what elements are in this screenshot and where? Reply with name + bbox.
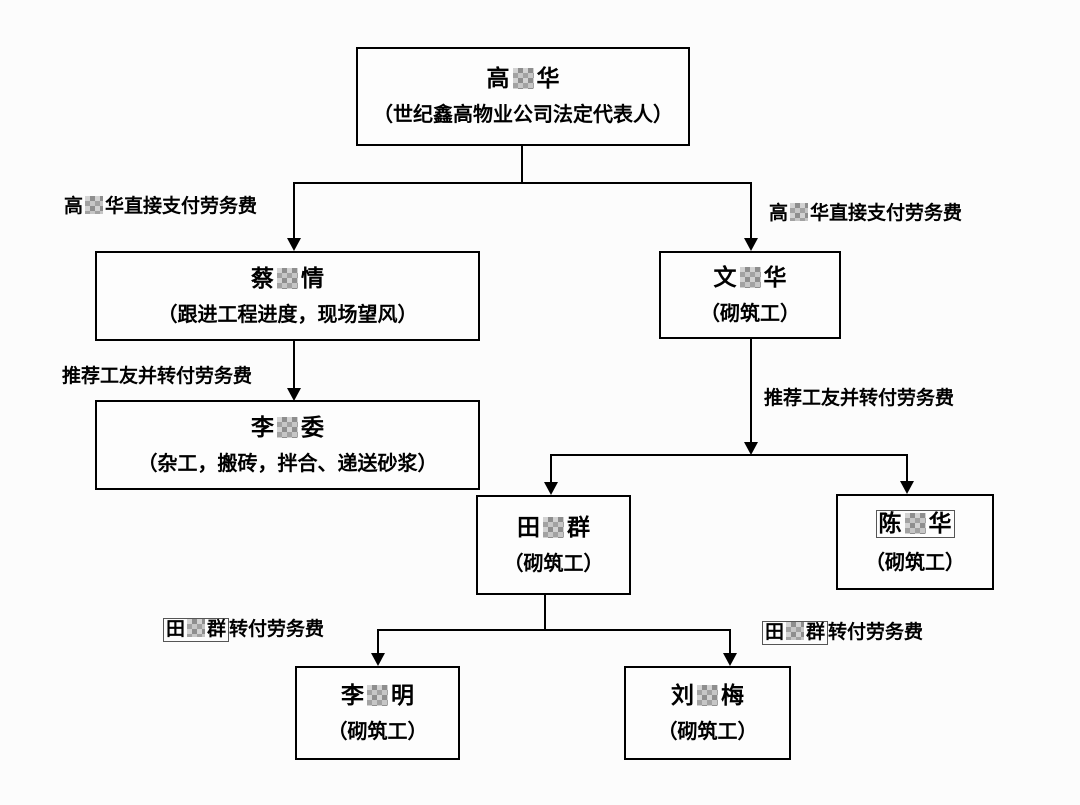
redacted-character [790,203,809,221]
person-name: 李委 [251,416,324,439]
person-role: （杂工，搬砖，拌合、递送砂浆） [137,452,438,475]
name-text: 蔡 [251,265,274,291]
redacted-character [277,416,298,438]
arrow-down-icon [723,653,737,666]
person-name: 文华 [714,266,787,289]
label-text: 转付劳务费 [229,619,325,640]
label-text: 田 [765,622,785,643]
person-role: （砌筑工） [327,720,428,743]
name-text: 李 [341,682,364,708]
connector-line [293,341,295,388]
redacted-character [187,619,206,637]
connector-line [750,182,752,238]
node-tian: 田群 （砌筑工） [476,495,631,595]
arrow-down-icon [287,388,301,401]
name-text: 华 [928,510,952,536]
redacted-character [739,266,761,288]
edge-label-tian-pays-right: 田群转付劳务费 [762,621,923,645]
person-role: （世纪鑫高物业公司法定代表人） [373,104,673,126]
arrow-down-icon [744,238,758,251]
redacted-character [512,68,534,89]
redacted-character [543,516,564,538]
label-text: 高 [64,196,84,217]
label-text: 推荐工友并转付劳务费 [764,388,955,409]
name-text: 刘 [671,682,694,708]
name-text: 田 [517,514,540,540]
redacted-character [786,622,805,640]
person-name: 陈华 [875,509,955,539]
name-text: 文 [713,264,737,290]
arrow-down-icon [371,653,385,666]
connector-line [293,182,752,184]
person-role: （砌筑工） [865,552,965,575]
person-name: 李明 [341,684,414,707]
node-li-ming: 李明 （砌筑工） [295,666,460,760]
connector-line [550,454,908,456]
node-wen: 文华 （砌筑工） [659,251,841,339]
arrow-down-icon [900,481,914,494]
person-role: （跟进工程进度，现场望风） [157,303,418,326]
connector-line [377,629,731,631]
node-liu: 刘梅 （砌筑工） [624,666,791,760]
name-text: 高 [486,66,510,91]
name-text: 群 [567,514,590,540]
label-text: 高 [769,203,789,224]
name-text: 梅 [721,682,744,708]
arrow-down-icon [544,482,558,495]
connector-line [906,454,908,482]
name-text: 华 [763,264,787,290]
node-cai: 蔡情 （跟进工程进度，现场望风） [95,251,480,341]
edge-label-wen-refers: 推荐工友并转付劳务费 [764,388,954,411]
node-chen: 陈华 （砌筑工） [836,494,994,590]
edge-label-gao-pays-right: 高华直接支付劳务费 [769,203,962,226]
edge-label-gao-pays-left: 高华直接支付劳务费 [64,196,257,219]
node-gao: 高华 （世纪鑫高物业公司法定代表人） [356,47,690,146]
connector-line [377,629,379,654]
edge-label-cai-refers: 推荐工友并转付劳务费 [62,366,252,389]
redacted-character [697,684,718,706]
person-role: （砌筑工） [503,552,604,575]
connector-line [544,595,546,630]
boxed-name: 田群 [163,618,230,642]
label-text: 转付劳务费 [828,622,924,643]
boxed-name: 田群 [762,621,829,645]
connector-line [729,629,731,654]
redacted-character [85,196,104,214]
boxed-name: 陈华 [875,509,955,539]
label-text: 群 [806,622,826,643]
label-text: 群 [207,619,227,640]
connector-line [293,182,295,238]
person-name: 高华 [487,67,560,90]
arrow-down-icon [744,442,758,455]
redacted-character [367,684,388,706]
name-text: 委 [301,414,324,440]
connector-line [550,454,552,483]
node-li-wei: 李委 （杂工，搬砖，拌合、递送砂浆） [95,400,480,490]
name-text: 李 [251,414,274,440]
name-text: 华 [536,66,560,91]
connector-line [750,339,752,443]
person-name: 刘梅 [671,684,744,707]
redacted-character [904,512,926,534]
label-text: 华直接支付劳务费 [105,196,258,217]
arrow-down-icon [287,238,301,251]
person-role: （砌筑工） [700,302,800,325]
person-name: 蔡情 [251,267,324,290]
label-text: 推荐工友并转付劳务费 [62,366,253,387]
name-text: 陈 [878,510,902,536]
name-text: 明 [391,682,414,708]
connector-line [521,146,523,184]
label-text: 华直接支付劳务费 [810,203,963,224]
person-role: （砌筑工） [657,720,758,743]
name-text: 情 [301,265,324,291]
redacted-character [277,267,298,289]
person-name: 田群 [517,516,590,539]
label-text: 田 [166,619,186,640]
edge-label-tian-pays-left: 田群转付劳务费 [163,618,324,642]
